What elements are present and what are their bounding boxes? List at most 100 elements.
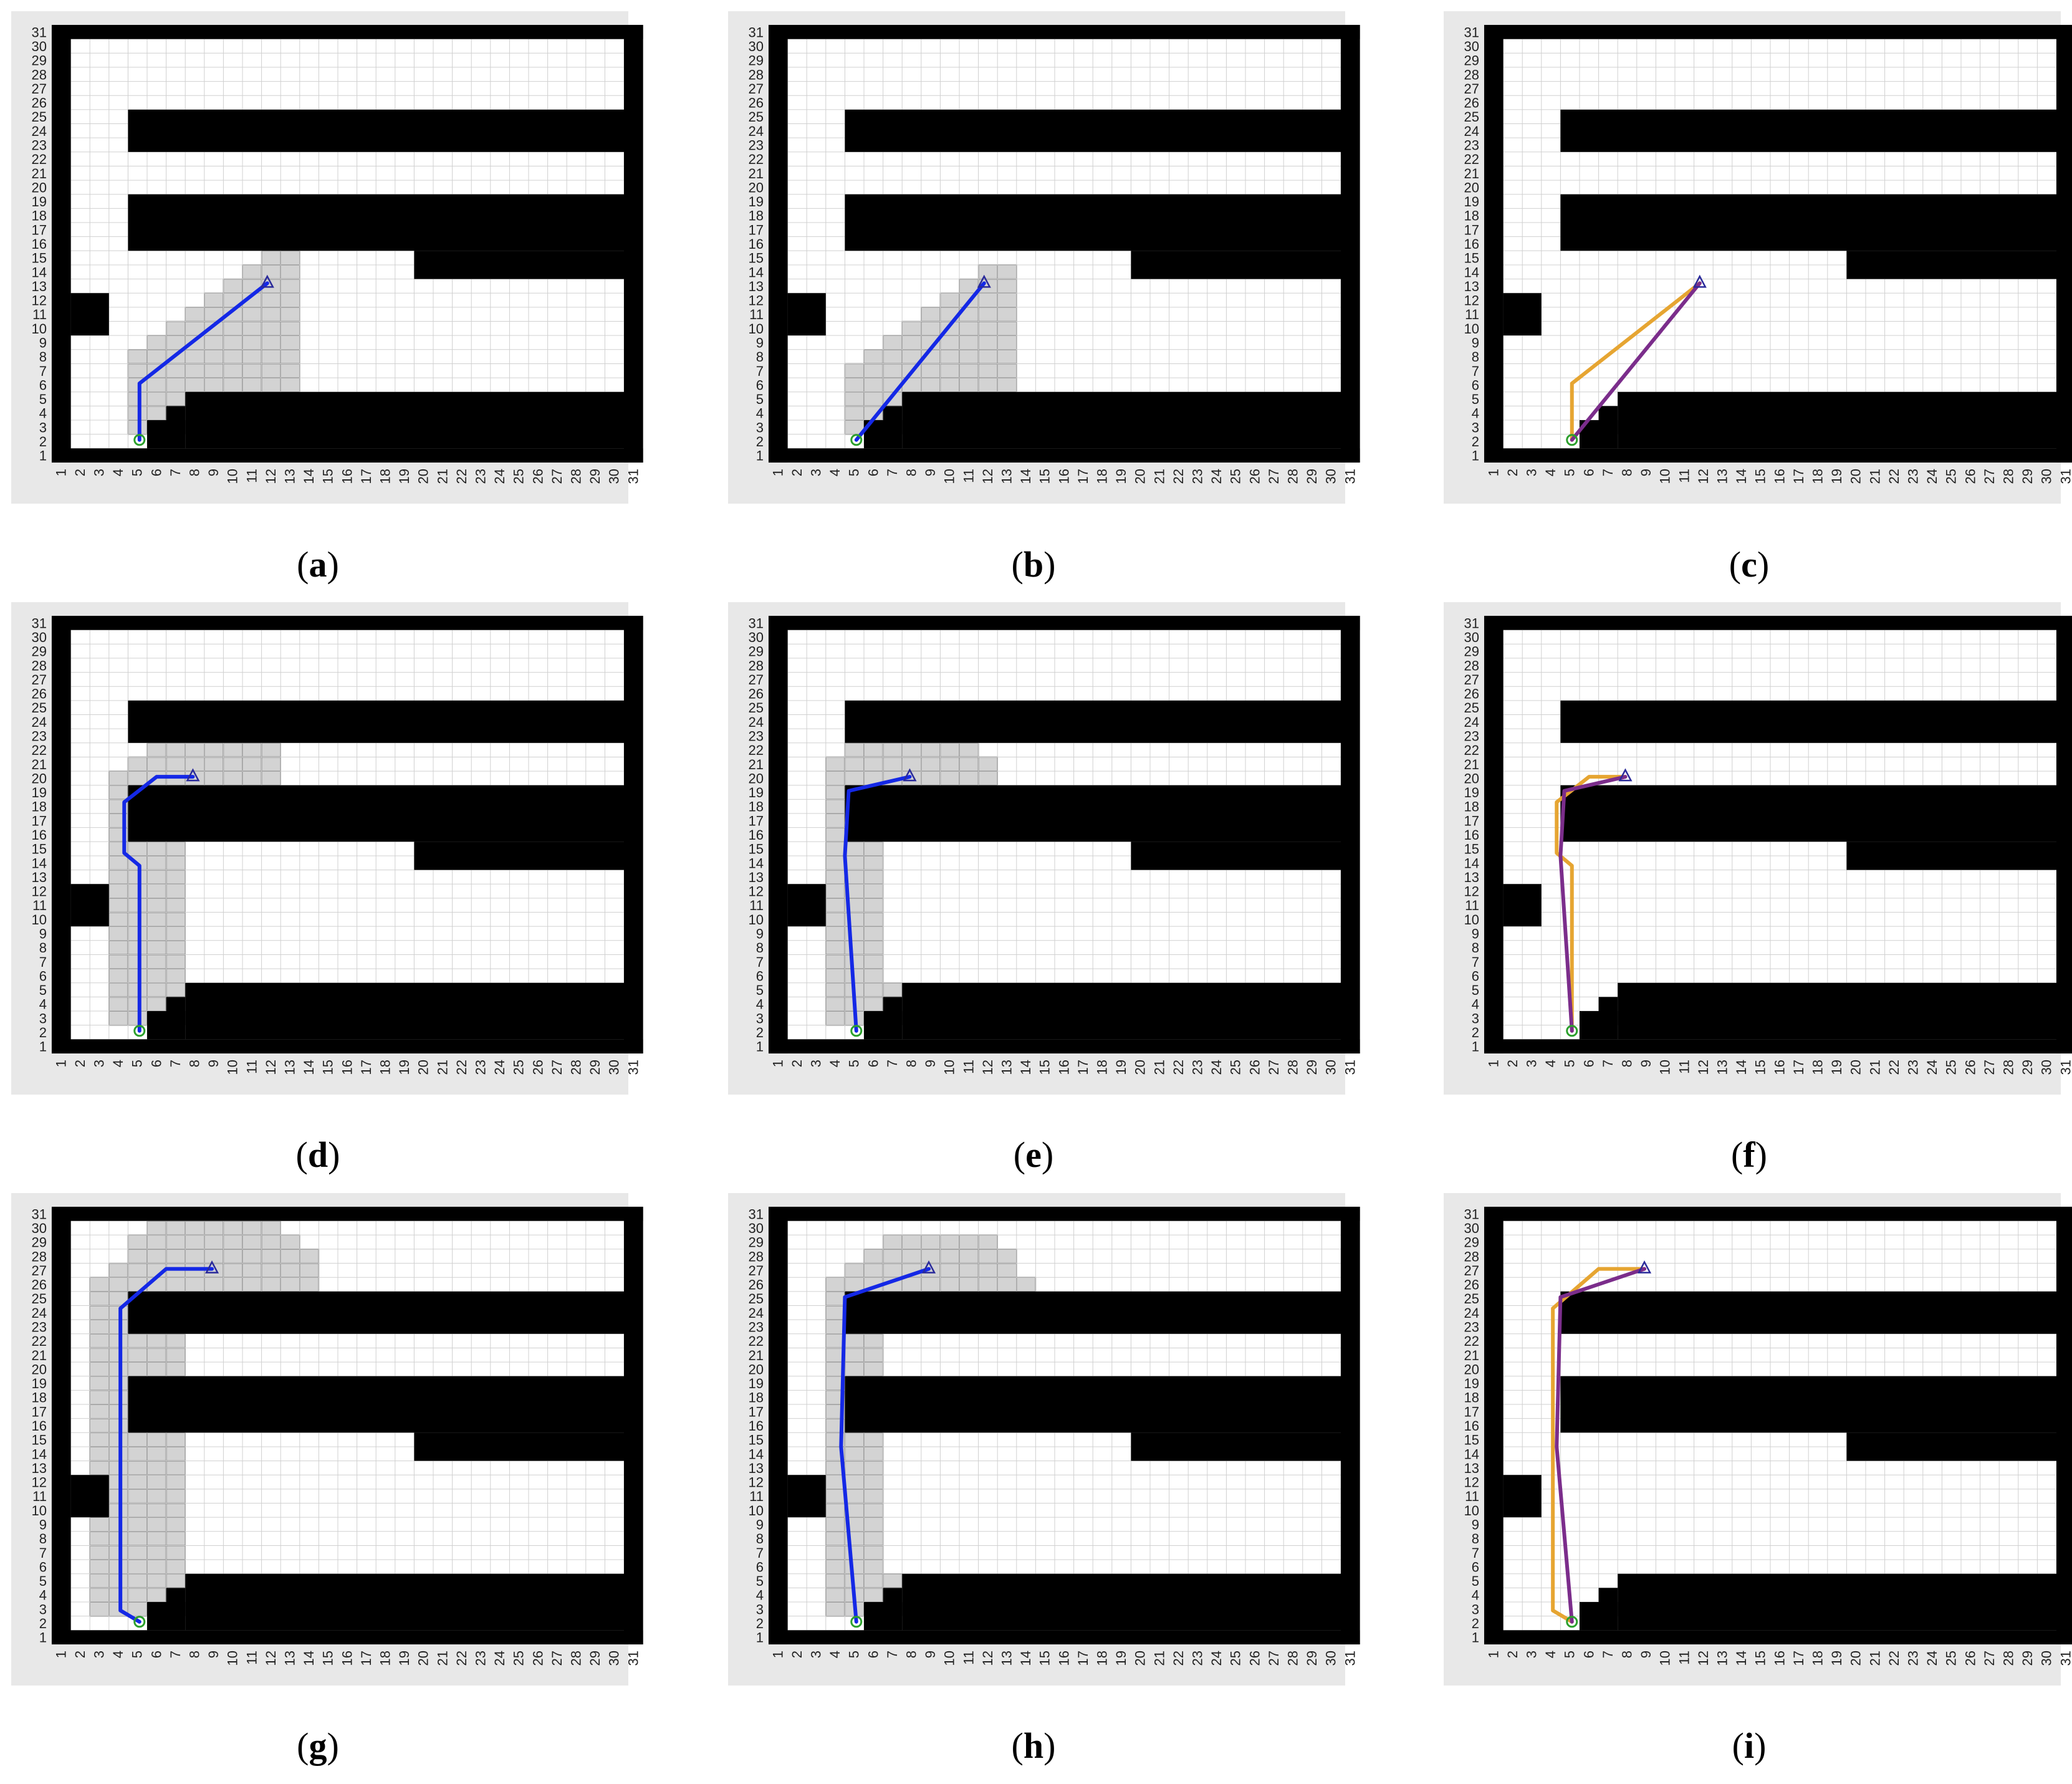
x-tick-label: 18 <box>1810 1651 1826 1666</box>
x-tick-label: 13 <box>1715 1651 1730 1666</box>
x-tick-label: 31 <box>1342 469 1358 484</box>
explored-cell <box>261 770 281 786</box>
explored-cell <box>939 335 960 350</box>
explored-cell <box>977 349 998 365</box>
y-tick-label: 15 <box>32 842 47 857</box>
y-tick-label: 31 <box>1464 615 1479 631</box>
explored-cell <box>825 756 846 772</box>
y-tick-label: 9 <box>1472 335 1479 350</box>
explored-cell <box>108 770 129 786</box>
x-tick-label: 25 <box>1228 469 1244 484</box>
y-tick-label: 31 <box>1464 1206 1479 1222</box>
x-tick-label: 21 <box>1151 1060 1167 1075</box>
y-tick-label: 6 <box>1472 377 1479 393</box>
explored-cell <box>108 855 129 871</box>
x-tick-label: 16 <box>1056 469 1072 484</box>
x-tick-label: 16 <box>1056 1060 1072 1075</box>
explored-cell <box>127 954 148 969</box>
explored-cell <box>165 756 186 772</box>
x-tick-label: 10 <box>1657 1060 1673 1075</box>
obstacle <box>52 25 71 463</box>
explored-cell <box>977 320 998 336</box>
explored-cell <box>89 1347 110 1363</box>
obstacle <box>52 1207 643 1221</box>
explored-cell <box>108 898 129 913</box>
explored-cell <box>204 770 224 786</box>
y-tick-label: 13 <box>1464 1460 1479 1476</box>
x-tick-label: 19 <box>396 469 412 484</box>
x-tick-label: 17 <box>1791 1060 1806 1075</box>
x-tick-label: 6 <box>1581 1651 1596 1658</box>
x-tick-label: 29 <box>1304 1060 1320 1075</box>
explored-cell <box>127 1347 148 1363</box>
x-tick-label: 22 <box>454 1060 469 1075</box>
x-tick-label: 30 <box>607 469 622 484</box>
explored-cell <box>165 841 186 856</box>
explored-cell <box>223 1262 243 1278</box>
x-tick-label: 12 <box>263 469 279 484</box>
obstacle <box>1560 1291 2056 1334</box>
y-tick-label: 8 <box>39 349 47 365</box>
explored-cell <box>882 756 903 772</box>
explored-cell <box>165 982 186 998</box>
y-tick-label: 20 <box>1464 770 1479 786</box>
x-tick-label: 20 <box>1133 1651 1148 1666</box>
y-tick-label: 14 <box>749 1446 764 1462</box>
x-tick-label: 16 <box>1772 1060 1787 1075</box>
x-tick-label: 4 <box>110 1060 126 1067</box>
x-tick-label: 13 <box>999 469 1015 484</box>
obstacle <box>414 1432 624 1461</box>
paths <box>854 281 986 442</box>
x-tick-label: 2 <box>1505 1651 1520 1658</box>
obstacle <box>769 616 788 1053</box>
y-tick-label: 17 <box>32 1404 47 1419</box>
x-tick-label: 7 <box>1600 469 1616 476</box>
x-tick-label: 20 <box>1133 1060 1148 1075</box>
x-tick-label: 19 <box>396 1060 412 1075</box>
x-tick-label: 20 <box>416 1060 431 1075</box>
x-tick-label: 9 <box>923 469 938 476</box>
explored-cell <box>127 349 148 365</box>
explored-cell <box>146 1573 167 1589</box>
y-tick-label: 18 <box>1464 208 1479 224</box>
y-tick-label: 31 <box>1464 24 1479 40</box>
explored-cell <box>299 1262 320 1278</box>
explored-cell <box>261 756 281 772</box>
y-tick-label: 16 <box>32 236 47 252</box>
x-tick-label: 24 <box>1209 469 1224 484</box>
explored-cell <box>921 307 941 322</box>
y-tick-label: 29 <box>749 644 764 659</box>
y-tick-label: 12 <box>749 293 764 309</box>
y-tick-label: 11 <box>1465 1489 1479 1504</box>
explored-cell <box>108 1517 129 1532</box>
explored-cell <box>165 1474 186 1490</box>
explored-cell <box>997 377 1017 393</box>
y-tick-label: 8 <box>756 349 764 365</box>
y-tick-label: 24 <box>32 714 47 730</box>
explored-cell <box>863 1531 884 1547</box>
explored-cell <box>185 1277 205 1292</box>
x-tick-label: 1 <box>53 1651 69 1658</box>
x-tick-label: 12 <box>1695 1060 1711 1075</box>
y-tick-label: 31 <box>32 1206 47 1222</box>
explored-cell <box>844 405 865 421</box>
explored-cell <box>844 1474 865 1490</box>
obstacles <box>52 1207 643 1644</box>
y-tick-label: 18 <box>749 799 764 815</box>
obstacle <box>2056 616 2072 1053</box>
x-tick-label: 4 <box>1543 1060 1558 1067</box>
y-tick-label: 13 <box>749 279 764 294</box>
obstacle <box>902 391 1341 449</box>
explored-cell <box>127 1460 148 1475</box>
path-line-2 <box>1558 775 1628 1033</box>
explored-cell <box>863 1333 884 1349</box>
explored-cell <box>146 1502 167 1518</box>
y-tick-label: 19 <box>749 1376 764 1391</box>
explored-cell <box>844 841 865 856</box>
explored-cell <box>939 1262 960 1278</box>
y-tick-label: 4 <box>39 406 47 421</box>
y-tick-label: 2 <box>756 434 764 449</box>
obstacle <box>902 1573 1341 1631</box>
explored-cell <box>280 320 300 336</box>
